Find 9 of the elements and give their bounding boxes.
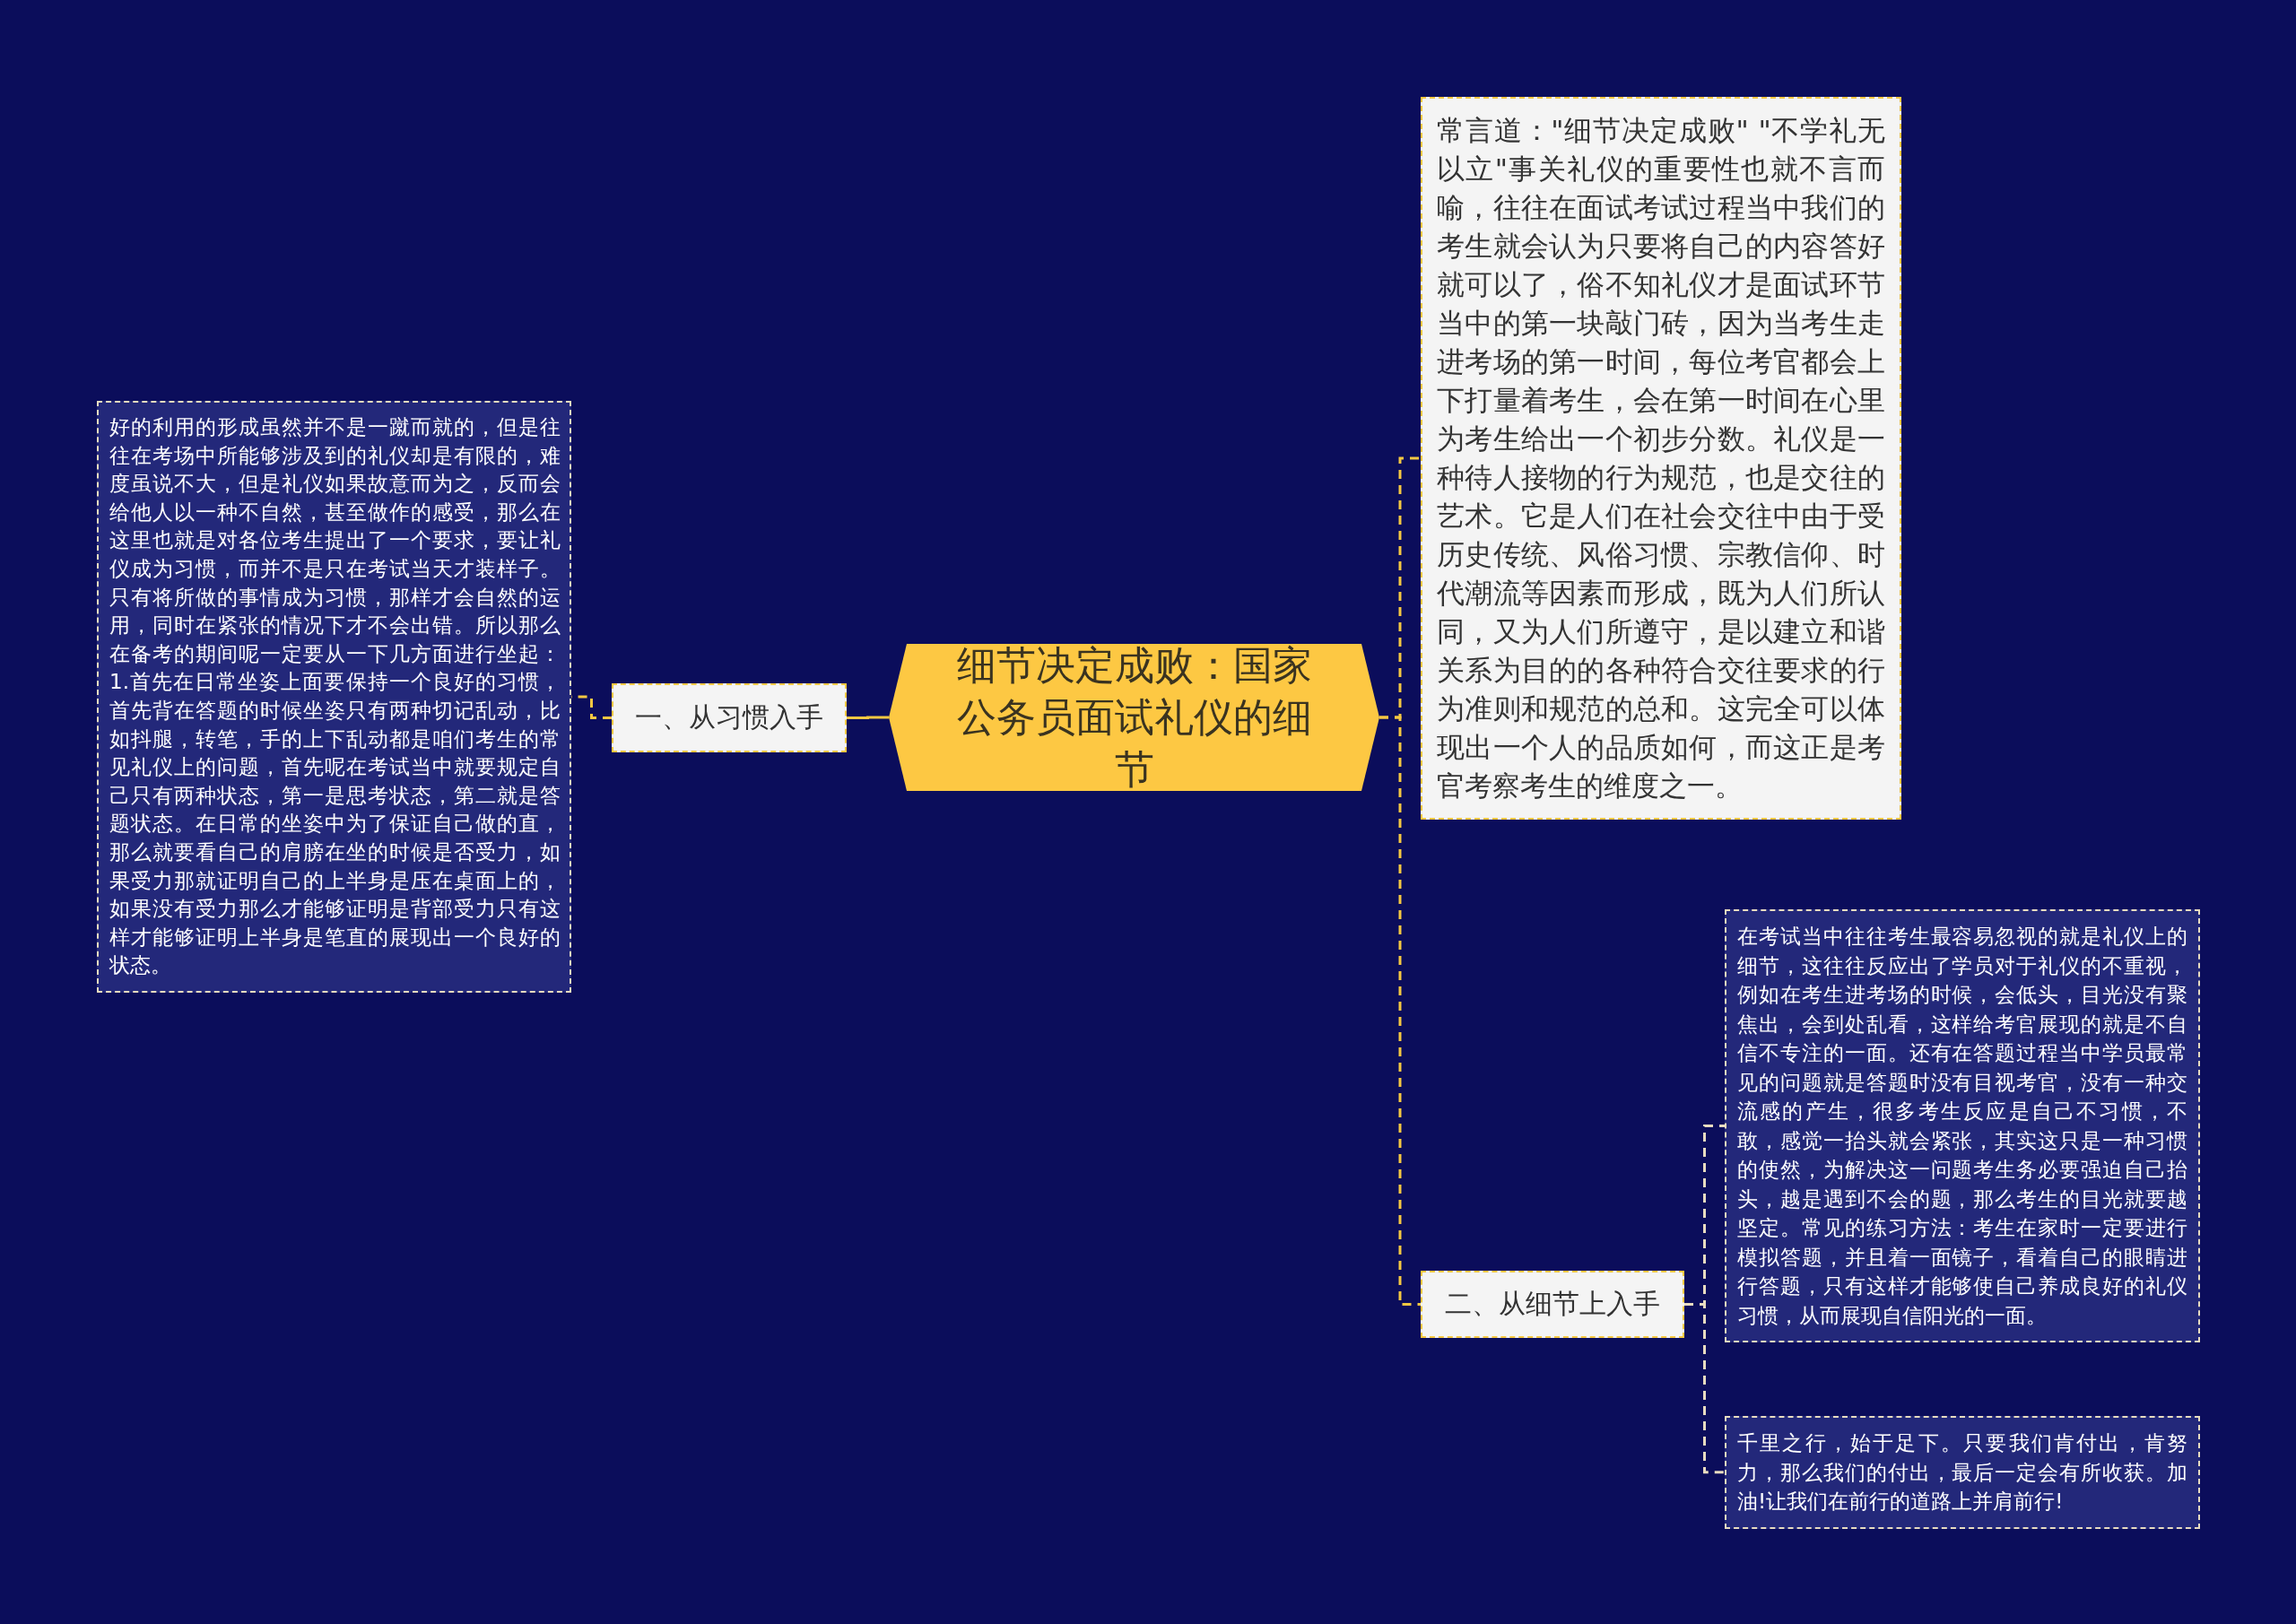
text-card: 在考试当中往往考生最容易忽视的就是礼仪上的细节，这往往反应出了学员对于礼仪的不重视，例如在考生进考场的时候，会低头，目光没有聚焦出，会到处乱看，这样给考官展现的就是不自信不专注的一面。还有在答题过程当中学员最常见的问题就是答题时没有目视考官，没有一种交流感的产生，很多考生反应是自己不习惯，不敢，感觉一抬头就会紧张，其实这只是一种习惯的使然，为解决这一问题考生务必要强迫自己抬头，越是遇到不会的题，那么考生的目光就要越坚定。常见的练习方法：考生在家时一定要进行模拟答题，并且着一面镜子，看着自己的眼睛进行答题，只有这样才能够使自己养成良好的礼仪习惯，从而展现自信阳光的一面。	[1725, 909, 2200, 1342]
connector-line	[1684, 1303, 1725, 1474]
text-card: 好的利用的形成虽然并不是一蹴而就的，但是往往在考场中所能够涉及到的礼仪却是有限的，难度虽说不大，但是礼仪如果故意而为之，反而会给他人以一种不自然，甚至做作的感受，那么在这里也就是对各位考生提出了一个要求，要让礼仪成为习惯，而并不是只在考试当天才装样子。只有将所做的事情成为习惯，那样才会自然的运用，同时在紧张的情况下才不会出错。所以那么在备考的期间呢一定要从一下几方面进行坐起：1.首先在日常坐姿上面要保持一个良好的习惯，首先背在答题的时候坐姿只有两种切记乱动，比如抖腿，转笔，手的上下乱动都是咱们考生的常见礼仪上的问题，首先呢在考试当中就要规定自己只有两种状态，第一是思考状态，第二就是答题状态。在日常的坐姿中为了保证自己做的直，那么就要看自己的肩膀在坐的时候是否受力，如果受力那就证明自己的上半身是压在桌面上的，如果没有受力那么才能够证明是背部受力只有这样才能够证明上半身是笔直的展现出一个良好的状态。	[97, 401, 571, 993]
branch-box: 二、从细节上入手	[1421, 1271, 1684, 1338]
text-card: 常言道："细节决定成败" "不学礼无以立"事关礼仪的重要性也就不言而喻，往往在面试考试过程当中我们的考生就会认为只要将自己的内容答好就可以了，俗不知礼仪才是面试环节当中的第一块敲门砖，因为当考生走进考场的第一时间，每位考官都会上下打量着考生，会在第一时间在心里为考生给出一个初步分数。礼仪是一种待人接物的行为规范，也是交往的艺术。它是人们在社会交往中由于受历史传统、风俗习惯、宗教信仰、时代潮流等因素而形成，既为人们所认同，又为人们所遵守，是以建立和谐关系为目的的各种符合交往要求的行为准则和规范的总和。这完全可以体现出一个人的品质如何，而这正是考官考察考生的维度之一。	[1421, 97, 1901, 820]
connector-line	[1379, 716, 1421, 1306]
text-card: 千里之行，始于足下。只要我们肯付出，肯努力，那么我们的付出，最后一定会有所收获。加油!让我们在前行的道路上并肩前行!	[1725, 1416, 2200, 1529]
connector-line	[847, 716, 889, 719]
branch-box: 一、从习惯入手	[612, 683, 847, 752]
